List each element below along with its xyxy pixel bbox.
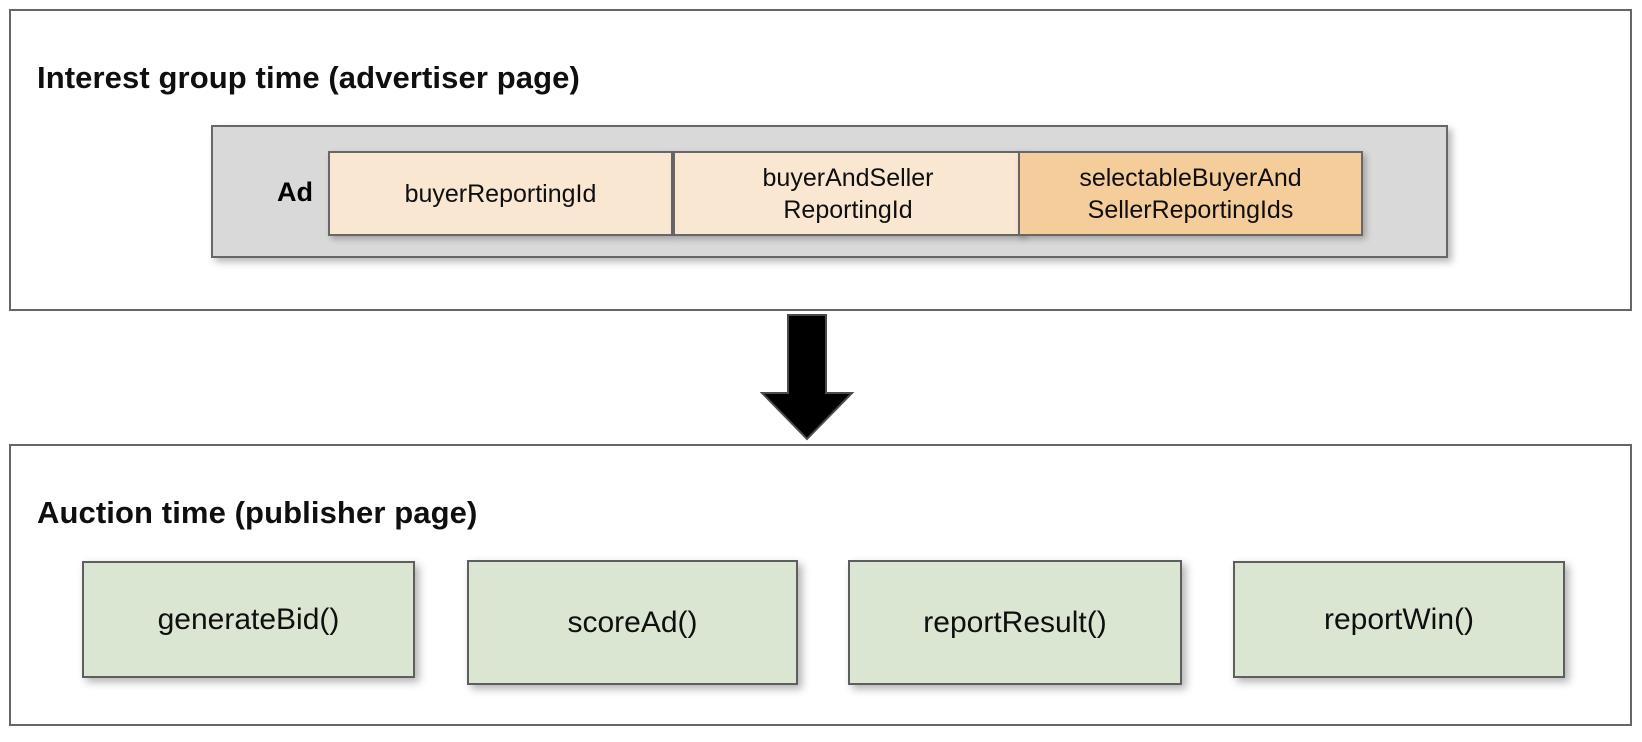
function-box-generate-bid-label: generateBid() xyxy=(157,602,340,636)
ad-container: Ad buyerReportingId buyerAndSeller Repor… xyxy=(211,125,1448,258)
chip-buyer-reporting-id[interactable]: buyerReportingId xyxy=(328,151,673,236)
chip-buyer-and-seller-reporting-id-label: buyerAndSeller ReportingId xyxy=(763,162,934,226)
chip-selectable-buyer-and-seller-reporting-ids[interactable]: selectableBuyerAnd SellerReportingIds xyxy=(1018,151,1363,236)
function-box-report-result-label: reportResult() xyxy=(923,605,1107,639)
function-box-generate-bid[interactable]: generateBid() xyxy=(82,561,415,678)
advertiser-panel-title: Interest group time (advertiser page) xyxy=(37,59,580,95)
chip-line-2: ReportingId xyxy=(783,195,913,224)
function-box-report-result[interactable]: reportResult() xyxy=(848,560,1182,685)
chip-buyer-reporting-id-label: buyerReportingId xyxy=(404,179,597,208)
advertiser-panel: Interest group time (advertiser page) Ad… xyxy=(9,9,1632,311)
chip-buyer-and-seller-reporting-id[interactable]: buyerAndSeller ReportingId xyxy=(673,151,1023,236)
function-box-score-ad[interactable]: scoreAd() xyxy=(467,560,798,685)
chip-selectable-buyer-and-seller-reporting-ids-label: selectableBuyerAnd SellerReportingIds xyxy=(1079,162,1301,226)
function-box-report-win-label: reportWin() xyxy=(1323,602,1474,636)
chip-line-2: SellerReportingIds xyxy=(1087,195,1294,224)
chip-line-1: selectableBuyerAnd xyxy=(1079,163,1302,192)
downward-flow-arrow-icon xyxy=(757,311,857,444)
auction-panel-title: Auction time (publisher page) xyxy=(37,494,478,530)
function-box-report-win[interactable]: reportWin() xyxy=(1233,561,1565,678)
chip-line-1: buyerAndSeller xyxy=(762,163,934,192)
ad-label: Ad xyxy=(277,177,313,207)
function-box-score-ad-label: scoreAd() xyxy=(567,605,698,639)
